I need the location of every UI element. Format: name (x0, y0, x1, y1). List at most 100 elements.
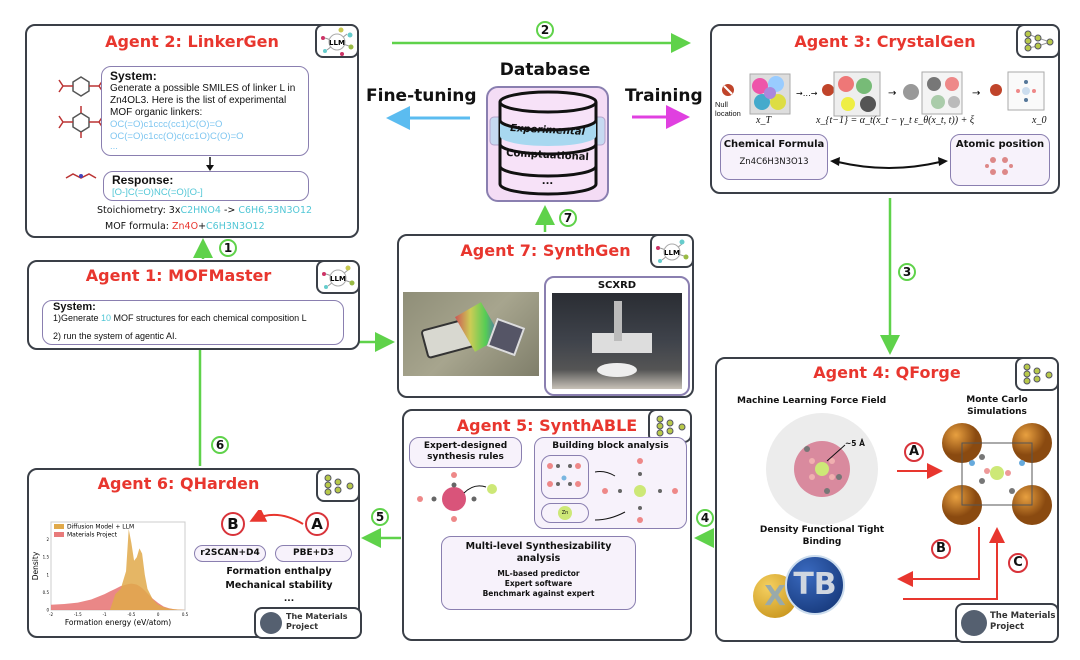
zn-node-icon: Zn (558, 506, 572, 520)
materials-project-icon (260, 612, 282, 634)
agent5-title: Agent 5: SynthABLE (456, 416, 638, 435)
stoich-reactant: C2HNO4 (180, 205, 221, 216)
legend-swatch (54, 524, 64, 529)
formula-plus: + (198, 221, 207, 232)
mof-fragment-illustration (595, 458, 678, 523)
x0-label: x_0 (1032, 115, 1047, 126)
step-6-badge: 6 (211, 436, 229, 454)
method-B-badge: B (931, 539, 951, 559)
method-C-badge: C (1008, 553, 1028, 573)
agent7-title: Agent 7: SynthGen (460, 241, 631, 260)
smiles-2: OC(=O)c1cc(O)c(cc1O)C(O)=O (110, 131, 244, 142)
y-tick-label: 1.5 (43, 555, 50, 560)
property-more: ... (283, 594, 295, 604)
x-tick-label: -1.5 (74, 612, 82, 617)
y-tick-label: 2 (46, 537, 49, 542)
chemical-formula-label: Chemical Formula (723, 139, 825, 150)
instruction-2: 2) run the system of agentic AI. (53, 331, 178, 341)
x-tick-label: 0 (157, 612, 160, 617)
pbe-method-box: PBE+D3 (275, 545, 352, 562)
formula-label: MOF formula: (105, 221, 173, 232)
formula-linker: C6H3N3O12 (206, 221, 265, 232)
database-cylinder-icon (489, 90, 606, 196)
smiles-1: OC(=O)c1ccc(cc1)C(O)=O (110, 119, 223, 130)
multilevel-analysis-box: Multi-level Synthesizability analysis ML… (441, 536, 636, 610)
formula-metal: Zn4O (172, 221, 199, 232)
building-block-panel: Building block analysis Zn (534, 437, 687, 529)
agent1-system-prompt: System: 1)Generate 10 MOF structures for… (42, 300, 344, 345)
r2scan-method-box: r2SCAN+D4 (194, 545, 266, 562)
step-7-badge: 7 (559, 209, 577, 227)
stoich-arrow: -> (220, 205, 239, 216)
instruction-1-a: 1)Generate (53, 313, 102, 323)
agent2-linkergen-panel: Agent 2: LinkerGen LLM System: Generate … (25, 24, 359, 238)
x-tick-label: -0.5 (127, 612, 135, 617)
atomic-structure-icon (985, 157, 1013, 175)
structure-count: 10 (101, 313, 112, 323)
step-1-badge: 1 (219, 239, 237, 257)
llm-badge-icon: LLM (650, 234, 694, 268)
expert-rules-box: Expert-designed synthesis rules (409, 437, 522, 468)
system-text: Generate a possible SMILES of linker L i… (110, 83, 296, 118)
materials-project-icon (961, 610, 987, 636)
agent1-title: Agent 1: MOFMaster (85, 266, 272, 285)
method-B-badge: B (221, 512, 245, 536)
materials-project-logo: The Materials Project (254, 607, 362, 639)
analysis-item: Benchmark against expert (482, 589, 595, 598)
monte-carlo-cell-illustration (942, 423, 1052, 525)
smiles-more: ... (110, 141, 118, 152)
density-area-diffusion-model-llm (51, 529, 185, 610)
radius-label: ~5 Å (845, 439, 865, 448)
atomic-position-box: Atomic position (950, 134, 1050, 186)
x-tick-label: 0.5 (182, 612, 189, 617)
scxrd-instrument-photo (552, 293, 682, 389)
multilevel-label: Multi-level Synthesizability analysis (465, 541, 612, 564)
x-tick-label: -2 (49, 612, 53, 617)
agent7-synthgen-panel: Agent 7: SynthGen LLM SCXRD (397, 234, 694, 398)
materials-project-label: The Materials Project (286, 612, 348, 631)
materials-project-label: The Materials Project (990, 611, 1056, 632)
step-2-badge: 2 (536, 21, 554, 39)
mlff-illustration (766, 413, 878, 525)
atomic-position-label: Atomic position (955, 139, 1045, 150)
property-formation-enthalpy: Formation enthalpy (226, 566, 332, 577)
svg-text:→: → (888, 88, 896, 99)
diffusion-process-illustration: →…→ → → (722, 71, 1045, 117)
building-block-label: Building block analysis (552, 441, 669, 451)
bidirectional-arrow-icon (830, 157, 948, 169)
scxrd-label: SCXRD (597, 280, 637, 291)
svg-text:→: → (972, 88, 980, 99)
llm-badge-icon: LLM (315, 24, 359, 58)
system-label: System: (110, 69, 157, 83)
instruction-1-b: MOF structures for each chemical composi… (111, 313, 307, 323)
y-tick-label: 1 (46, 572, 49, 577)
llm-badge-icon: LLM (316, 260, 360, 294)
step-4-badge: 4 (696, 509, 714, 527)
stoichiometry-line: Stoichiometry: 3xC2HNO4 -> C6H6,53N3O12 (97, 205, 312, 217)
stoich-product: C6H6,53N3O12 (238, 205, 313, 216)
chemical-formula-value: Zn4C6H3N3O13 (739, 157, 809, 167)
y-axis-label: Density (31, 551, 40, 580)
chemical-formula-box: Chemical Formula Zn4C6H3N3O13 (720, 134, 828, 180)
neural-network-icon (316, 468, 360, 502)
response-smiles: [O-]C(=O)NC(=O)[O-] (112, 187, 203, 198)
linker-fragment-box (541, 455, 589, 499)
agent2-title: Agent 2: LinkerGen (105, 32, 279, 51)
xtb-tb-logo: TB (785, 555, 845, 615)
step-3-badge: 3 (898, 263, 916, 281)
crystal-photo (403, 292, 539, 376)
svg-text:LLM: LLM (329, 39, 345, 47)
analysis-item: Expert software (504, 579, 573, 588)
db-layer-more: ... (541, 176, 554, 187)
agent3-title: Agent 3: CrystalGen (794, 32, 976, 51)
svg-text:LLM: LLM (664, 249, 680, 257)
dftb-label: Density Functional Tight Binding (759, 525, 885, 547)
x-axis-label: Formation energy (eV/atom) (65, 618, 171, 627)
method-A-badge: A (305, 512, 329, 536)
monte-carlo-label: Monte Carlo Simulations (966, 395, 1028, 417)
a-to-b-arrow (249, 510, 304, 525)
fine-tuning-label: Fine-tuning (366, 86, 477, 106)
legend-label: Diffusion Model + LLM (67, 524, 134, 531)
svg-text:→…→: →…→ (796, 89, 818, 98)
